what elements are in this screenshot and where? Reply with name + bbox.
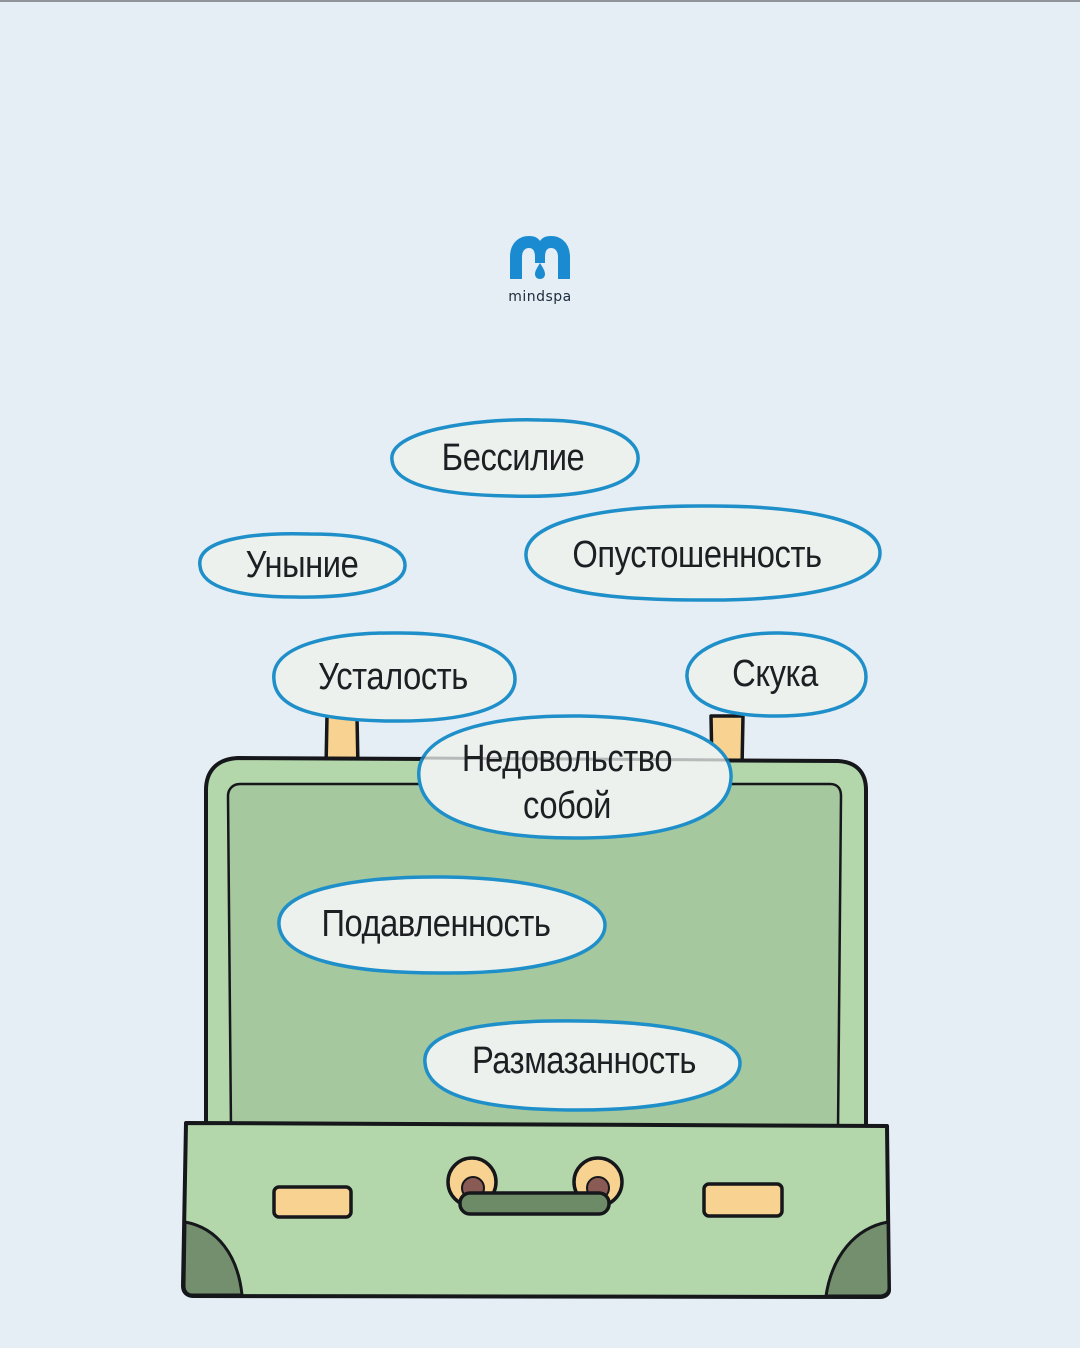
- latch-left: [272, 1185, 353, 1219]
- latch-right: [702, 1182, 784, 1218]
- bubble-razmazannost: [423, 1019, 742, 1112]
- bubble-opustoshennost: [524, 504, 882, 602]
- bubble-ustalost: [272, 631, 517, 723]
- label-bessilie: Бессилие: [441, 437, 585, 480]
- top-border-line: [0, 0, 1080, 2]
- bubble-unynie: [198, 531, 407, 599]
- brand-logo[interactable]: mindspa: [490, 233, 590, 305]
- bubble-podavlennost: [277, 875, 607, 975]
- label-skuka: Скука: [732, 653, 818, 696]
- label-opustoshennost: Опустошенность: [572, 534, 822, 577]
- label-podavlennost: Подавленность: [321, 903, 551, 946]
- bubble-bessilie: [390, 418, 640, 498]
- front-handle: [446, 1156, 624, 1216]
- bubble-nedovolstvo: [417, 714, 733, 840]
- label-unynie: Уныние: [245, 544, 359, 587]
- bubble-skuka: [685, 631, 868, 718]
- lid-edge-through-bubble: [420, 756, 730, 762]
- label-nedovolstvo: Недовольство собой: [461, 737, 673, 828]
- label-razmazannost: Размазанность: [472, 1040, 696, 1083]
- label-ustalost: Усталость: [318, 656, 468, 699]
- mindspa-logo-icon: [510, 236, 570, 279]
- corner-right: [824, 1220, 891, 1298]
- corner-left: [182, 1220, 244, 1297]
- brand-name: mindspa: [508, 289, 572, 305]
